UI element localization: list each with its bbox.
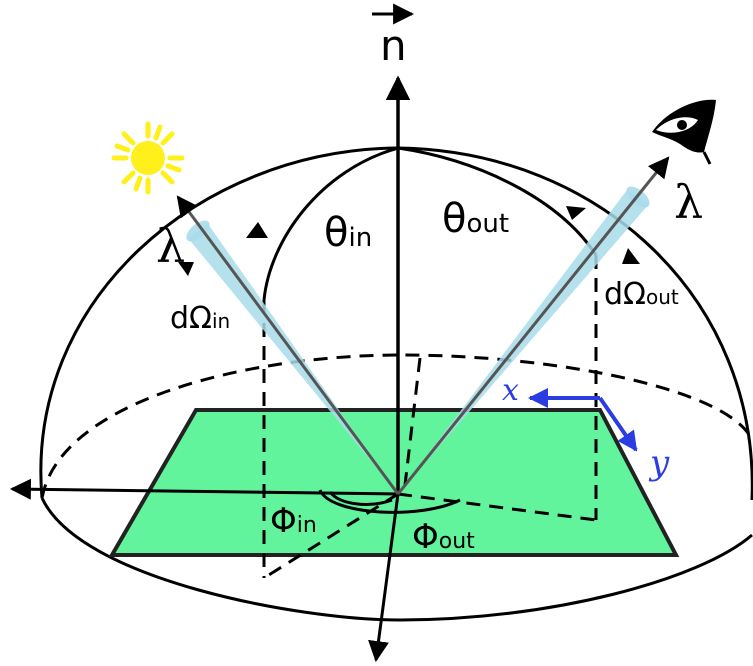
x-axis-label: x [502, 373, 519, 408]
projection-out-ground [397, 492, 597, 522]
sun-icon [111, 121, 185, 195]
out-wavelength-marker-lower [622, 248, 640, 264]
y-axis-arrow [598, 396, 638, 452]
hemisphere-base-back [40, 353, 753, 499]
projection-in-ground [263, 492, 399, 580]
theta-in-label: θin [324, 210, 372, 256]
incoming-solid-angle-cone [188, 224, 398, 494]
domega-out-label: dΩout [604, 277, 679, 312]
y-axis-label: y [648, 443, 670, 483]
eye-icon [652, 99, 716, 165]
theta-out-label: θout [442, 196, 509, 242]
domega-in-label: dΩin [170, 301, 230, 336]
depth-axis [368, 493, 400, 663]
incoming-ray [176, 195, 400, 495]
in-wavelength-marker-upper [246, 222, 268, 238]
phi-in-arc [328, 490, 393, 506]
outgoing-ray [396, 156, 670, 495]
hemisphere-base-front [40, 497, 753, 622]
incoming-cone-cap [186, 220, 210, 242]
theta-in-arc [262, 146, 399, 301]
out-wavelength-marker-upper [566, 206, 586, 220]
horizontal-axis [9, 478, 399, 500]
theta-out-arc [397, 146, 598, 256]
lambda-in-label: λ [156, 219, 185, 273]
phi-in-label: Φin [270, 501, 317, 541]
phi-out-arc [318, 489, 461, 514]
phi-out-label: Φout [412, 517, 475, 557]
lambda-out-label: λ [674, 175, 703, 229]
normal-label: n [380, 21, 407, 70]
in-wavelength-marker-lower [178, 262, 194, 276]
